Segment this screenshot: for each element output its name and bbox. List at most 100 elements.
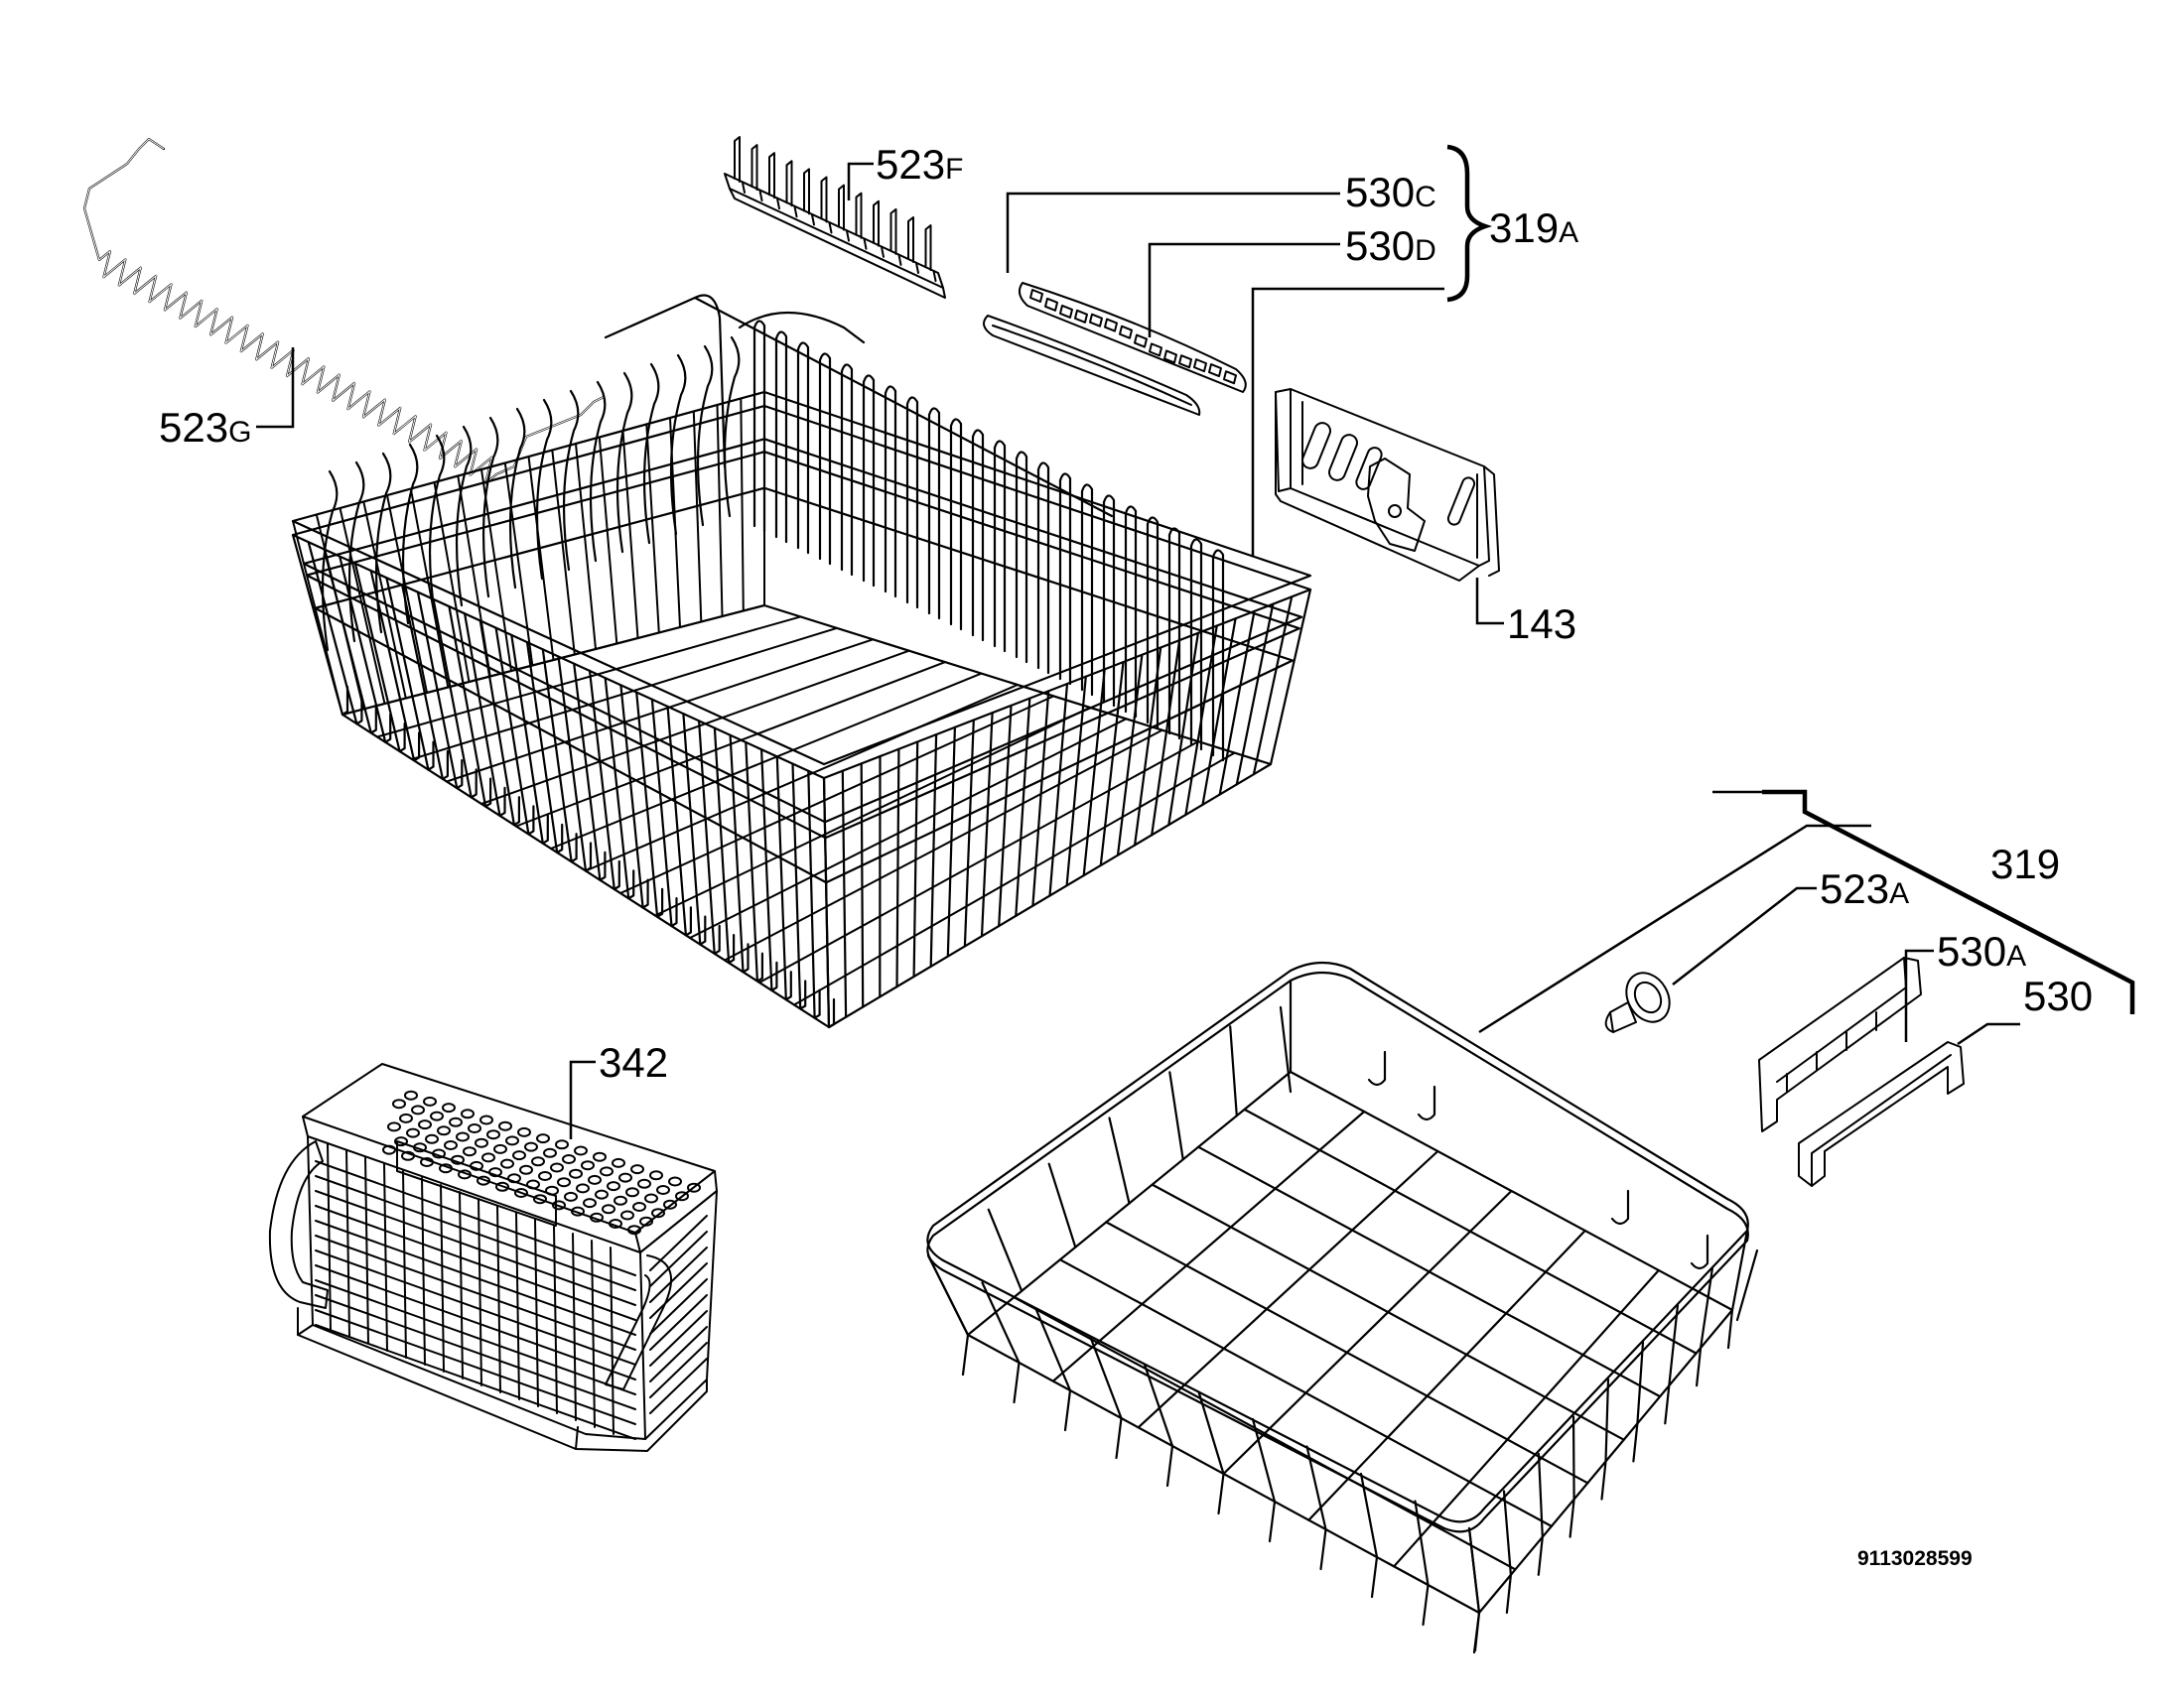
upper-front-wire: [339, 555, 392, 743]
upper-back-wire: [551, 449, 576, 656]
upper-plate-tine: [1211, 549, 1225, 762]
cutlery-hole: [432, 1148, 446, 1159]
cutlery-side-grid: [649, 1262, 708, 1319]
rail-link: [1208, 363, 1222, 378]
upper-front-wire: [385, 577, 435, 771]
cutlery-grid-vertical: [459, 1191, 464, 1380]
upper-back-wire: [575, 443, 597, 650]
cutlery-hole: [612, 1157, 625, 1168]
adjuster-flanges: [1301, 401, 1478, 559]
upper-floor-wire: [724, 728, 1163, 962]
cutlery-hole: [456, 1131, 470, 1142]
lower-side-wire: [1726, 1229, 1749, 1350]
wheel-axle-clip: [1609, 1001, 1637, 1033]
upper-plate-tine: [862, 374, 876, 588]
upper-side-wire: [1151, 639, 1181, 837]
upper-side-wire: [1031, 690, 1050, 907]
leader-530: [1957, 1022, 2020, 1046]
cutlery-grid-horizontal: [315, 1294, 636, 1410]
cutlery-side-grid: [649, 1231, 708, 1287]
rail-link: [1059, 304, 1073, 319]
cutlery-side-grid: [649, 1278, 708, 1335]
cutlery-grid-vertical: [421, 1177, 426, 1366]
comb-tine-foot: [776, 197, 780, 210]
lower-side-wire: [1664, 1303, 1680, 1425]
lower-side-wire: [1569, 1415, 1575, 1538]
upper-front-wire: [775, 755, 792, 1001]
upper-plate-tine: [1146, 516, 1160, 729]
lower-floor-wire: [1222, 1189, 1513, 1476]
comb-tine-foot: [793, 205, 798, 218]
upper-floor-wire: [515, 661, 947, 828]
upper-back-wire: [645, 423, 660, 634]
lower-rim: [926, 961, 1749, 1523]
cutlery-side-grid: [649, 1310, 708, 1367]
upper-plate-tine: [905, 396, 919, 609]
cutlery-lid-front-edge: [302, 1116, 641, 1253]
cutlery-hole: [600, 1166, 614, 1177]
cutlery-side-grid: [649, 1294, 708, 1351]
cutlery-hole: [479, 1115, 493, 1125]
cutlery-hole: [461, 1109, 475, 1119]
upper-front-wire: [478, 619, 520, 827]
upper-fold-tine: [589, 380, 607, 563]
upper-side-wire: [860, 762, 865, 1008]
lower-back-wire: [926, 1253, 970, 1337]
adjuster-plate-side: [1483, 465, 1500, 577]
cutlery-hole: [512, 1150, 526, 1161]
wheel-hub: [1633, 981, 1663, 1014]
cutlery-hole: [637, 1178, 651, 1189]
cutlery-hole: [663, 1199, 677, 1210]
callout-319: 319: [1990, 841, 2060, 887]
cutlery-side-grid: [649, 1326, 708, 1382]
leader-523g: [256, 347, 295, 429]
lower-side-wire: [1696, 1266, 1714, 1387]
cutlery-hole: [545, 1185, 559, 1196]
cutlery-hole: [595, 1189, 609, 1200]
rail-link: [1134, 333, 1148, 348]
cutlery-hole: [498, 1120, 512, 1131]
lower-floor-wire: [1051, 1110, 1366, 1382]
upper-plate-tine: [774, 330, 788, 544]
comb-base-underside: [729, 188, 946, 299]
part-upper-basket: [291, 294, 1312, 1029]
comb-tine-foot: [742, 182, 746, 194]
upper-front-wire: [464, 612, 506, 817]
callout-342: 342: [599, 1039, 668, 1086]
part-530d-rail: [1018, 282, 1247, 393]
cutlery-hole: [557, 1177, 571, 1188]
lower-corner-post: [1279, 1005, 1759, 1322]
upper-back-wire: [740, 397, 745, 612]
cutlery-hole: [444, 1140, 458, 1150]
lower-side-wire: [1632, 1341, 1645, 1463]
cutlery-hole: [468, 1123, 481, 1133]
cutlery-hole: [493, 1143, 507, 1154]
cutlery-grid-vertical: [402, 1170, 407, 1359]
cutlery-handle-left: [268, 1140, 329, 1309]
lower-floor-wire: [1393, 1268, 1660, 1568]
cutlery-hole: [602, 1204, 615, 1215]
upper-plate-tine: [796, 341, 810, 555]
cutlery-hole: [475, 1137, 488, 1148]
upper-back-wire: [621, 430, 639, 639]
cutlery-hole: [649, 1170, 663, 1181]
cutlery-grid-vertical: [345, 1149, 350, 1338]
upper-back-wire: [527, 456, 555, 661]
cutlery-hole: [411, 1105, 425, 1116]
part-143-height-adjuster: [1275, 388, 1500, 582]
end-cap-530a-outline: [1758, 957, 1922, 1132]
upper-rim: [291, 390, 1312, 766]
upper-front-wire: [745, 740, 763, 983]
lower-back-wire: [1108, 1117, 1131, 1205]
cutlery-grid-vertical: [383, 1163, 388, 1352]
upper-back-wire: [503, 461, 534, 667]
cutlery-grid-vertical: [534, 1219, 539, 1407]
cutlery-hole: [639, 1216, 653, 1227]
cutlery-hole: [668, 1176, 682, 1187]
upper-bottom-frame: [341, 603, 1273, 1029]
upper-fold-tine: [401, 443, 419, 625]
comb-tine-foot: [828, 221, 833, 234]
cutlery-hole: [514, 1188, 528, 1198]
